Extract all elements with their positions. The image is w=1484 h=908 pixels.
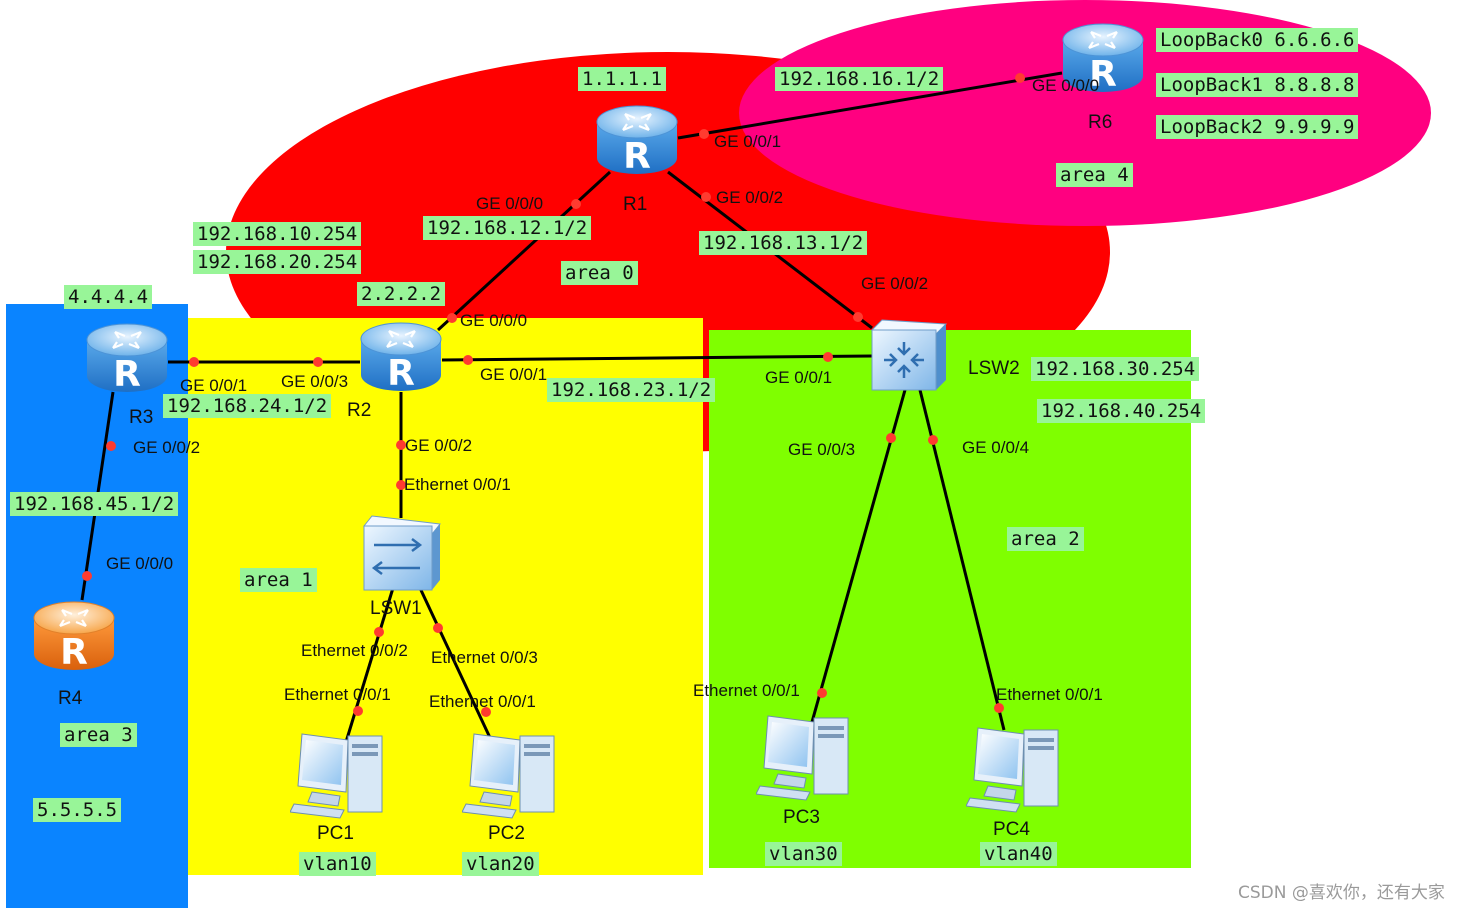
gateway-label: 192.168.30.254: [1031, 357, 1200, 381]
subnet-label: 192.168.45.1/2: [10, 492, 179, 516]
port-label: Ethernet 0/0/1: [996, 685, 1103, 704]
area-label-2: area 2: [1007, 527, 1084, 551]
port-label: GE 0/0/3: [788, 440, 856, 459]
port-label: Ethernet 0/0/1: [284, 685, 391, 704]
pc1-icon[interactable]: [290, 733, 383, 819]
vlan-label-pc2: vlan20: [462, 852, 539, 876]
port-label: GE 0/0/0: [1032, 76, 1100, 95]
subnet-label: 192.168.16.1/2: [775, 67, 944, 91]
link-r1-r2: [436, 170, 612, 332]
link-lsw2-pc4: [918, 389, 1006, 731]
pc2-icon[interactable]: [462, 733, 555, 819]
port-label: GE 0/0/2: [405, 436, 473, 455]
router-r3-icon[interactable]: [85, 322, 169, 396]
device-name-r2: R2: [347, 400, 372, 421]
port-label: Ethernet 0/0/1: [429, 692, 536, 711]
router-id-r4: 5.5.5.5: [33, 798, 122, 822]
device-name-lsw1: LSW1: [370, 598, 422, 619]
port-label: Ethernet 0/0/1: [693, 681, 800, 700]
loopback-label: LoopBack2 9.9.9.9: [1156, 115, 1359, 139]
gateway-label: 192.168.10.254: [193, 222, 362, 246]
router-r1-icon[interactable]: [595, 104, 679, 178]
loopback-label: LoopBack0 6.6.6.6: [1156, 28, 1359, 52]
device-name-pc1: PC1: [317, 823, 354, 844]
port-label: Ethernet 0/0/3: [431, 648, 538, 667]
subnet-label: 192.168.23.1/2: [547, 378, 716, 402]
port-label: GE 0/0/0: [460, 311, 528, 330]
port-label: GE 0/0/0: [106, 554, 174, 573]
area-label-0: area 0: [561, 261, 638, 285]
gateway-label: 192.168.20.254: [193, 250, 362, 274]
pc4-icon[interactable]: [966, 727, 1059, 813]
area-label-4: area 4: [1056, 163, 1133, 187]
subnet-label: 192.168.24.1/2: [163, 394, 332, 418]
port-label: GE 0/0/1: [180, 376, 248, 395]
subnet-label: 192.168.12.1/2: [423, 216, 592, 240]
device-name-pc3: PC3: [783, 807, 820, 828]
link-r2-lsw2: [441, 354, 873, 362]
port-label: GE 0/0/1: [480, 365, 548, 384]
port-label: GE 0/0/2: [861, 274, 929, 293]
vlan-label-pc1: vlan10: [299, 852, 376, 876]
watermark: CSDN @喜欢你，还有大家: [1238, 883, 1445, 903]
device-name-pc2: PC2: [488, 823, 525, 844]
port-label: GE 0/0/1: [765, 368, 833, 387]
port-label: GE 0/0/2: [133, 438, 201, 457]
area4-region: [739, 0, 1431, 226]
device-name-r3: R3: [129, 407, 154, 428]
port-label: GE 0/0/4: [962, 438, 1030, 457]
link-lsw1-pc1: [344, 587, 395, 743]
vlan-label-pc3: vlan30: [765, 842, 842, 866]
router-id-r2: 2.2.2.2: [357, 282, 446, 306]
device-name-pc4: PC4: [993, 819, 1030, 840]
switch-lsw2-icon[interactable]: [870, 319, 948, 391]
port-label: GE 0/0/0: [476, 194, 544, 213]
loopback-label: LoopBack1 8.8.8.8: [1156, 73, 1359, 97]
port-label: Ethernet 0/0/2: [301, 641, 408, 660]
router-r4-icon[interactable]: [32, 600, 116, 674]
port-label: GE 0/0/2: [716, 188, 784, 207]
subnet-label: 192.168.13.1/2: [699, 231, 868, 255]
area-label-3: area 3: [60, 723, 137, 747]
port-label: Ethernet 0/0/1: [404, 475, 511, 494]
vlan-label-pc4: vlan40: [980, 842, 1057, 866]
link-r1-r6: [677, 71, 1063, 140]
device-name-r6: R6: [1088, 112, 1113, 133]
device-name-r4: R4: [58, 688, 83, 709]
switch-lsw1-icon[interactable]: [363, 515, 441, 591]
pc3-icon[interactable]: [756, 715, 849, 801]
router-id-r3: 4.4.4.4: [64, 285, 153, 309]
device-name-r1: R1: [623, 194, 648, 215]
router-r2-icon[interactable]: [359, 321, 443, 395]
gateway-label: 192.168.40.254: [1037, 399, 1206, 423]
port-label: GE 0/0/1: [714, 132, 782, 151]
link-lsw1-pc2: [418, 587, 494, 743]
router-id-r1: 1.1.1.1: [578, 67, 667, 91]
link-lsw2-pc3: [810, 389, 907, 723]
port-label: GE 0/0/3: [281, 372, 349, 391]
area-label-1: area 1: [240, 568, 317, 592]
device-name-lsw2: LSW2: [968, 358, 1020, 379]
